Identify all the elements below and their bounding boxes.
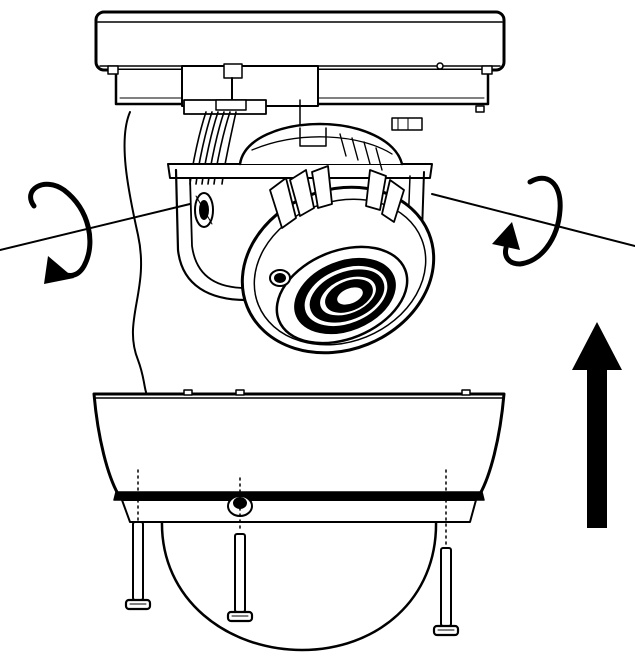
camera-module xyxy=(238,122,436,355)
safety-cable xyxy=(123,111,147,393)
screw-left xyxy=(124,521,152,611)
screw-guides xyxy=(137,469,447,547)
screw-right xyxy=(432,547,460,637)
rotation-axis xyxy=(0,193,635,251)
mounting-base xyxy=(94,10,506,131)
rotate-left-arrow-icon xyxy=(28,181,93,284)
rotate-right-arrow-icon xyxy=(492,175,563,267)
screw-center xyxy=(226,533,254,623)
up-arrow-icon xyxy=(572,322,622,528)
gimbal-bracket xyxy=(167,163,433,302)
